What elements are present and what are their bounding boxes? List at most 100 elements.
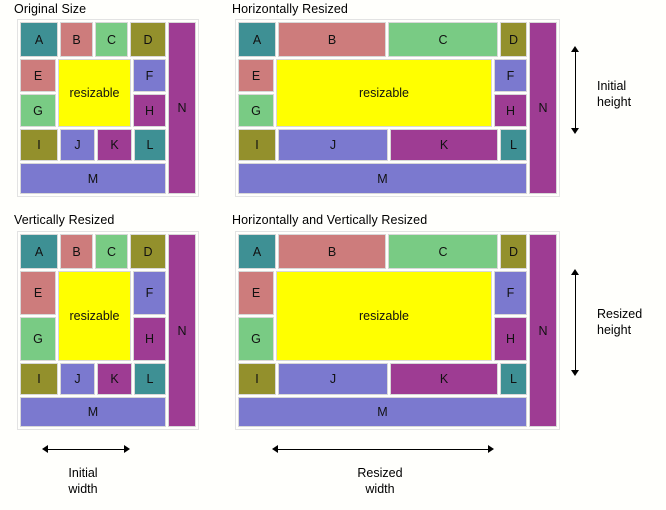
cell-a-label: A <box>34 32 44 47</box>
cell-resizable-label: resizable <box>358 309 410 323</box>
cell-h[interactable]: H <box>133 94 166 127</box>
cell-j-label: J <box>74 372 81 386</box>
grid-middle-band: E G resizable F H <box>19 58 167 128</box>
grid-right-column: F H <box>132 58 167 128</box>
cell-a[interactable]: A <box>20 22 58 57</box>
cell-j[interactable]: J <box>60 129 95 161</box>
initial-height-label: Initial height <box>597 79 632 109</box>
grid-footer-row: M <box>19 162 167 195</box>
cell-b[interactable]: B <box>278 22 386 57</box>
cell-a[interactable]: A <box>20 234 58 269</box>
cell-h[interactable]: H <box>494 317 527 361</box>
cell-l[interactable]: L <box>134 363 166 395</box>
layout-grid-horizontally-and-vertically-resized: A B C D E G <box>235 231 560 430</box>
cell-k[interactable]: K <box>390 129 498 161</box>
cell-h-label: H <box>144 103 155 118</box>
cell-f[interactable]: F <box>494 59 527 92</box>
cell-e-label: E <box>251 286 261 300</box>
cell-d-label: D <box>143 32 153 47</box>
cell-i[interactable]: I <box>238 363 276 395</box>
cell-m[interactable]: M <box>238 397 527 427</box>
cell-l[interactable]: L <box>500 129 527 161</box>
cell-j[interactable]: J <box>278 363 388 395</box>
cell-resizable[interactable]: resizable <box>276 271 492 361</box>
cell-k[interactable]: K <box>97 363 132 395</box>
cell-c[interactable]: C <box>388 234 498 269</box>
panel-title-vertically-resized: Vertically Resized <box>14 213 115 227</box>
cell-j[interactable]: J <box>278 129 388 161</box>
cell-g[interactable]: G <box>20 94 56 127</box>
cell-n[interactable]: N <box>168 234 196 427</box>
cell-m[interactable]: M <box>20 397 166 427</box>
cell-d[interactable]: D <box>500 234 527 269</box>
cell-c[interactable]: C <box>95 234 128 269</box>
cell-b[interactable]: B <box>60 234 93 269</box>
cell-k-label: K <box>110 372 119 386</box>
cell-b[interactable]: B <box>278 234 386 269</box>
panel-title-horizontally-and-vertically-resized: Horizontally and Vertically Resized <box>232 213 428 227</box>
cell-c[interactable]: C <box>388 22 498 57</box>
cell-f[interactable]: F <box>133 271 166 315</box>
cell-n[interactable]: N <box>168 22 196 194</box>
layout-grid-original-size: A B C D E G <box>17 19 199 197</box>
cell-a[interactable]: A <box>238 22 276 57</box>
cell-e[interactable]: E <box>238 59 274 92</box>
grid-middle-band: E G resizable F H <box>237 270 528 362</box>
cell-g[interactable]: G <box>20 317 56 361</box>
cell-c[interactable]: C <box>95 22 128 57</box>
cell-g[interactable]: G <box>238 317 274 361</box>
cell-h[interactable]: H <box>494 94 527 127</box>
cell-e[interactable]: E <box>20 271 56 315</box>
cell-h-label: H <box>144 332 155 346</box>
cell-j[interactable]: J <box>60 363 95 395</box>
cell-k-label: K <box>110 138 119 152</box>
cell-h[interactable]: H <box>133 317 166 361</box>
cell-k[interactable]: K <box>97 129 132 161</box>
cell-m[interactable]: M <box>238 163 527 194</box>
cell-j-label: J <box>74 138 81 152</box>
cell-a[interactable]: A <box>238 234 276 269</box>
grid-right-column: F H <box>493 58 528 128</box>
cell-g[interactable]: G <box>238 94 274 127</box>
cell-b[interactable]: B <box>60 22 93 57</box>
cell-f-label: F <box>145 286 154 300</box>
layout-grid-horizontally-resized: A B C D E G <box>235 19 560 197</box>
cell-l-label: L <box>146 372 154 386</box>
resized-height-arrow-down-icon <box>571 370 579 376</box>
cell-l[interactable]: L <box>134 129 166 161</box>
cell-resizable[interactable]: resizable <box>58 271 131 361</box>
cell-e[interactable]: E <box>238 271 274 315</box>
grid-right-column: F H <box>132 270 167 362</box>
cell-i[interactable]: I <box>20 363 58 395</box>
cell-i[interactable]: I <box>20 129 58 161</box>
cell-a-label: A <box>34 244 44 259</box>
cell-resizable[interactable]: resizable <box>276 59 492 127</box>
cell-n-label: N <box>538 323 548 338</box>
resized-width-arrow-right-icon <box>488 445 494 453</box>
initial-height-arrow-up-icon <box>571 46 579 52</box>
cell-n[interactable]: N <box>529 234 557 427</box>
cell-e[interactable]: E <box>20 59 56 92</box>
cell-resizable[interactable]: resizable <box>58 59 131 127</box>
cell-f[interactable]: F <box>494 271 527 315</box>
cell-n-label: N <box>538 101 548 115</box>
cell-l[interactable]: L <box>500 363 527 395</box>
grid-bottom-row: I J K L <box>237 128 528 162</box>
cell-m[interactable]: M <box>20 163 166 194</box>
cell-i-label: I <box>37 138 41 152</box>
cell-n[interactable]: N <box>529 22 557 194</box>
cell-k[interactable]: K <box>390 363 498 395</box>
initial-height-arrow-line <box>575 52 576 128</box>
cell-d[interactable]: D <box>130 234 166 269</box>
cell-g-label: G <box>33 332 43 346</box>
initial-height-arrow-down-icon <box>571 128 579 134</box>
cell-b-label: B <box>72 244 81 259</box>
cell-d[interactable]: D <box>500 22 527 57</box>
cell-i[interactable]: I <box>238 129 276 161</box>
cell-d[interactable]: D <box>130 22 166 57</box>
grid-left-column: E G <box>19 270 57 362</box>
resized-height-label: Resized height <box>597 307 643 337</box>
cell-e-label: E <box>33 68 43 83</box>
resized-height-arrow-line <box>575 275 576 370</box>
cell-f[interactable]: F <box>133 59 166 92</box>
